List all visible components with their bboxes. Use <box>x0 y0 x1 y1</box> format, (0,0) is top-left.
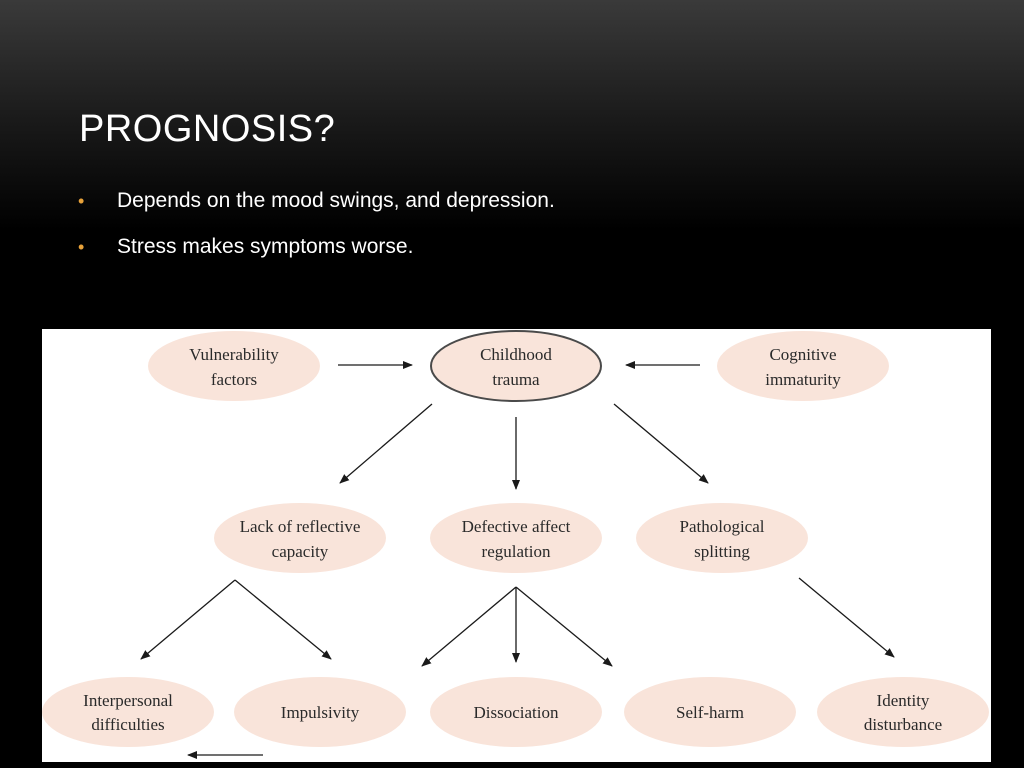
node-impulsivity-label: Impulsivity <box>281 703 360 722</box>
node-reflective-line1: Lack of reflective <box>240 517 361 536</box>
node-splitting-line2: splitting <box>694 542 750 561</box>
node-childhood-line1: Childhood <box>480 345 552 364</box>
node-selfharm-label: Self-harm <box>676 703 744 722</box>
slide-title: PROGNOSIS? <box>79 108 336 150</box>
node-interpersonal-difficulties: Interpersonal difficulties <box>42 677 214 747</box>
bullet-text: Stress makes symptoms worse. <box>117 235 414 258</box>
node-dissociation-label: Dissociation <box>474 703 559 722</box>
arrow-childhood-to-reflective <box>339 403 433 484</box>
node-interpersonal-line1: Interpersonal <box>83 691 173 710</box>
bullet-text: Depends on the mood swings, and depressi… <box>117 189 555 212</box>
arrow-affect-to-dissociation <box>421 586 517 667</box>
node-self-harm: Self-harm <box>624 677 796 747</box>
bullet-item: • Stress makes symptoms worse. <box>78 232 555 278</box>
node-identity-line2: disturbance <box>864 715 942 734</box>
node-interpersonal-line2: difficulties <box>91 715 164 734</box>
node-affect-line2: regulation <box>482 542 551 561</box>
node-affect-line1: Defective affect <box>462 517 571 536</box>
node-cognitive-line1: Cognitive <box>769 345 836 364</box>
node-defective-affect-regulation: Defective affect regulation <box>430 503 602 573</box>
node-cognitive-immaturity: Cognitive immaturity <box>717 331 889 401</box>
node-impulsivity: Impulsivity <box>234 677 406 747</box>
node-cognitive-line2: immaturity <box>765 370 841 389</box>
node-vulnerability-factors: Vulnerability factors <box>148 331 320 401</box>
arrow-reflective-to-impulsivity <box>234 579 332 660</box>
node-dissociation: Dissociation <box>430 677 602 747</box>
bullet-dot-icon: • <box>78 191 85 211</box>
diagram-panel: Vulnerability factors Childhood trauma C… <box>42 329 991 762</box>
bullet-dot-icon: • <box>78 237 85 257</box>
arrow-affect-to-selfharm <box>515 586 613 667</box>
arrow-childhood-to-splitting <box>613 403 709 484</box>
node-childhood-line2: trauma <box>492 370 540 389</box>
arrow-splitting-to-identity <box>798 577 895 658</box>
flow-diagram: Vulnerability factors Childhood trauma C… <box>42 330 989 759</box>
node-identity-line1: Identity <box>877 691 930 710</box>
node-pathological-splitting: Pathological splitting <box>636 503 808 573</box>
node-splitting-line1: Pathological <box>680 517 765 536</box>
arrow-reflective-to-interpersonal <box>140 579 236 660</box>
bullet-list: • Depends on the mood swings, and depres… <box>78 186 555 278</box>
node-lack-of-reflective-capacity: Lack of reflective capacity <box>214 503 386 573</box>
node-vulnerability-line1: Vulnerability <box>189 345 279 364</box>
node-childhood-trauma: Childhood trauma <box>430 330 602 402</box>
bullet-item: • Depends on the mood swings, and depres… <box>78 186 555 232</box>
node-reflective-line2: capacity <box>272 542 329 561</box>
node-identity-disturbance: Identity disturbance <box>817 677 989 747</box>
node-vulnerability-line2: factors <box>211 370 257 389</box>
